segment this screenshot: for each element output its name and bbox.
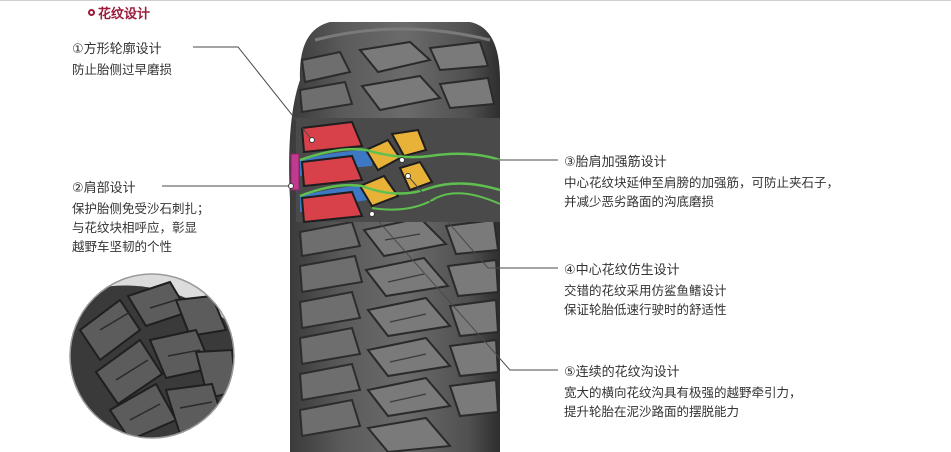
tread-highlight (290, 118, 501, 224)
sidewall-closeup-inset (69, 273, 235, 439)
leader-lines (162, 46, 558, 371)
desc-line: 保证轮胎低速行驶时的舒适性 (564, 302, 727, 317)
callout-desc: 保护胎侧免受沙石刺扎； 与花纹块相呼应，彰显 越野车坚韧的个性 (72, 199, 210, 256)
desc-line: 宽大的横向花纹沟具有极强的越野牵引力， (564, 385, 802, 400)
section-title: 花纹设计 (98, 7, 151, 22)
callout-desc: 中心花纹块延伸至肩膀的加强筋，可防止夹石子， 并减少恶劣路面的沟底磨损 (564, 173, 839, 211)
callout-shoulder-ribs: ③胎肩加强筋设计 中心花纹块延伸至肩膀的加强筋，可防止夹石子， 并减少恶劣路面的… (564, 151, 839, 211)
callout-desc: 宽大的横向花纹沟具有极强的越野牵引力， 提升轮胎在泥沙路面的摆脱能力 (564, 383, 802, 421)
callout-continuous-grooves: ⑤连续的花纹沟设计 宽大的横向花纹沟具有极强的越野牵引力， 提升轮胎在泥沙路面的… (564, 361, 802, 421)
callout-title: ③胎肩加强筋设计 (564, 155, 667, 170)
desc-line: 防止胎侧过早磨损 (72, 62, 173, 77)
desc-line: 提升轮胎在泥沙路面的摆脱能力 (564, 404, 740, 419)
desc-line: 并减少恶劣路面的沟底磨损 (564, 194, 715, 209)
callout-square-profile: ①方形轮廓设计 防止胎侧过早磨损 (72, 38, 172, 79)
marker-dot-4 (405, 173, 411, 179)
ring-bullet-icon (88, 9, 95, 16)
desc-line: 与花纹块相呼应，彰显 (72, 220, 198, 235)
callout-shoulder-design: ②肩部设计 保护胎侧免受沙石刺扎； 与花纹块相呼应，彰显 越野车坚韧的个性 (72, 177, 210, 256)
desc-line: 保护胎侧免受沙石刺扎； (72, 201, 210, 216)
marker-dot-1 (309, 137, 315, 143)
callout-desc: 防止胎侧过早磨损 (72, 60, 172, 79)
tire-body (289, 22, 500, 452)
callout-desc: 交错的花纹采用仿鲨鱼鳍设计 保证轮胎低速行驶时的舒适性 (564, 281, 727, 319)
callout-title: ④中心花纹仿生设计 (564, 263, 680, 278)
callout-biomimetic-center: ④中心花纹仿生设计 交错的花纹采用仿鲨鱼鳍设计 保证轮胎低速行驶时的舒适性 (564, 259, 727, 319)
marker-dot-2 (288, 183, 294, 189)
desc-line: 交错的花纹采用仿鲨鱼鳍设计 (564, 283, 727, 298)
top-divider (0, 0, 951, 1)
callout-title: ②肩部设计 (72, 181, 136, 196)
desc-line: 中心花纹块延伸至肩膀的加强筋，可防止夹石子， (564, 175, 840, 190)
callout-title: ⑤连续的花纹沟设计 (564, 365, 680, 380)
marker-dot-5 (369, 211, 375, 217)
callout-title: ①方形轮廓设计 (72, 42, 162, 57)
marker-dot-3 (399, 157, 405, 163)
desc-line: 越野车坚韧的个性 (72, 239, 173, 254)
section-header: 花纹设计 (88, 3, 150, 22)
